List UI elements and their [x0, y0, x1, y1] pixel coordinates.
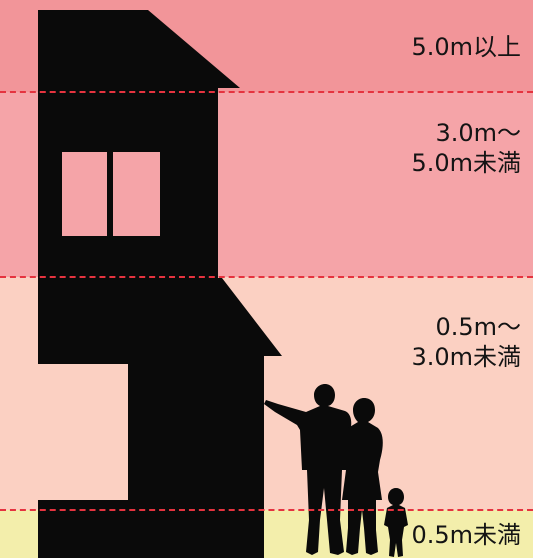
house-silhouette [38, 10, 282, 558]
house-upper-floor [38, 10, 240, 280]
house-lower-floor [38, 278, 282, 558]
adult-woman-silhouette [342, 398, 383, 555]
depth-label-3-5m: 3.0m～ 5.0m未満 [411, 118, 521, 178]
depth-label-line: 0.5m～ [435, 313, 521, 341]
dashed-boundary-0.5m [0, 509, 533, 511]
dashed-boundary-3m [0, 276, 533, 278]
child-silhouette [384, 488, 408, 557]
depth-label-0.5-3m: 0.5m～ 3.0m未満 [411, 312, 521, 372]
depth-label-5m-plus: 5.0m以上 [411, 32, 521, 62]
family-silhouette [264, 384, 408, 557]
depth-label-line: 0.5m未満 [411, 521, 521, 549]
adult-man-silhouette [264, 384, 352, 555]
depth-label-line: 3.0m～ [435, 119, 521, 147]
depth-label-under-0.5m: 0.5m未満 [411, 520, 521, 550]
depth-label-line: 5.0m以上 [411, 33, 521, 61]
depth-label-line: 5.0m未満 [411, 149, 521, 177]
house-window-mullion [107, 152, 113, 236]
dashed-boundary-5m [0, 91, 533, 93]
depth-label-line: 3.0m未満 [411, 343, 521, 371]
